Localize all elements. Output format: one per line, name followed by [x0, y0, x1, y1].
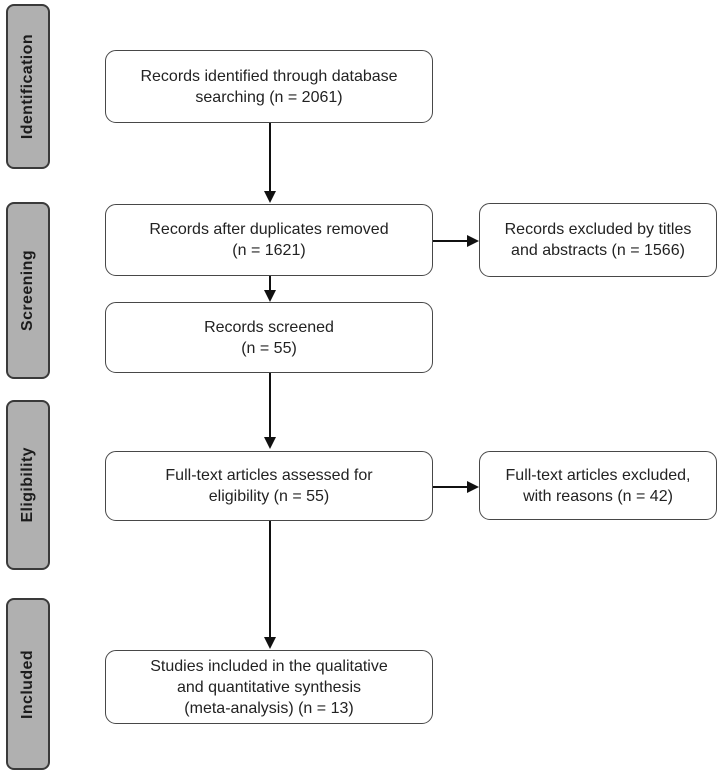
- box-text-line: (n = 55): [241, 339, 297, 357]
- box-text-line: (n = 1621): [232, 242, 306, 259]
- box-text-line: and abstracts (n = 1566): [511, 242, 685, 259]
- box-text-line: with reasons (n = 42): [523, 487, 673, 505]
- box-text-line: Records identified through database: [140, 67, 398, 85]
- stage-pill-eligibility: Eligibility: [6, 400, 50, 570]
- arrow-line-fulltext-to-excluded: [433, 486, 469, 488]
- arrowhead-down-icon: [264, 290, 276, 302]
- box-text-line: Records screened: [204, 318, 334, 336]
- flow-box-studies-included: Studies included in the qualitative and …: [105, 650, 433, 724]
- flow-box-full-text-excluded: Full-text articles excluded, with reason…: [479, 451, 717, 520]
- stage-label-eligibility: Eligibility: [19, 447, 36, 523]
- arrow-line-screened-to-fulltext: [269, 373, 271, 437]
- stage-label-screening: Screening: [19, 250, 36, 331]
- box-text-line: and quantitative synthesis: [176, 678, 362, 696]
- stage-label-included: Included: [19, 649, 36, 719]
- box-text-line: Full-text articles excluded,: [505, 466, 691, 484]
- arrow-line-fulltext-to-included: [269, 521, 271, 637]
- arrow-line-duplicates-to-excluded: [433, 240, 469, 242]
- stage-pill-screening: Screening: [6, 202, 50, 379]
- flow-box-records-identified: Records identified through database sear…: [105, 50, 433, 123]
- box-text-line: eligibility (n = 55): [208, 488, 330, 505]
- arrow-line-duplicates-to-screened: [269, 276, 271, 290]
- flow-box-full-text-assessed: Full-text articles assessed for eligibil…: [105, 451, 433, 521]
- flow-box-records-screened: Records screened (n = 55): [105, 302, 433, 373]
- arrowhead-down-icon: [264, 191, 276, 203]
- box-text-line: Records excluded by titles: [504, 221, 692, 238]
- arrowhead-right-icon: [467, 481, 479, 493]
- stage-pill-included: Included: [6, 598, 50, 770]
- arrowhead-right-icon: [467, 235, 479, 247]
- flow-box-records-excluded-titles-abstracts: Records excluded by titles and abstracts…: [479, 203, 717, 277]
- box-text-line: searching (n = 2061): [195, 88, 343, 106]
- arrowhead-down-icon: [264, 437, 276, 449]
- arrowhead-down-icon: [264, 637, 276, 649]
- box-text-line: Studies included in the qualitative: [150, 657, 388, 675]
- arrow-line-identified-to-duplicates: [269, 123, 271, 191]
- stage-label-identification: Identification: [19, 33, 36, 140]
- box-text-line: Full-text articles assessed for: [165, 467, 373, 484]
- flow-box-records-after-duplicates: Records after duplicates removed (n = 16…: [105, 204, 433, 276]
- box-text-line: Records after duplicates removed: [149, 221, 389, 238]
- stage-pill-identification: Identification: [6, 4, 50, 169]
- box-text-line: (meta-analysis) (n = 13): [184, 699, 354, 717]
